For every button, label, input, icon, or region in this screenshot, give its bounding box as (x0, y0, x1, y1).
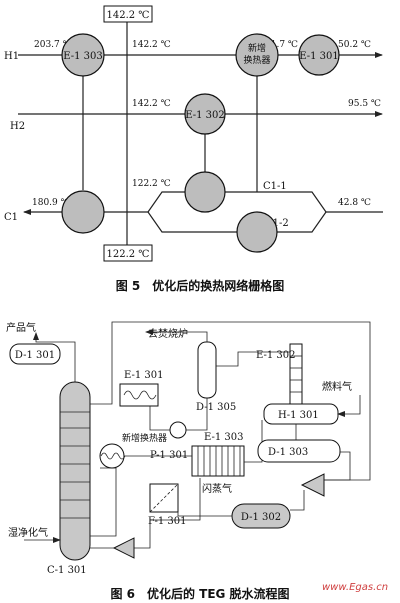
lean-teg-loop-line (90, 321, 371, 481)
e1301-label: E-1 301 (299, 51, 339, 62)
h1-new-temp: 91.7 ℃ (265, 40, 298, 50)
d1305-to-e1302-line (216, 351, 290, 367)
new-hx-label-fig6: 新增换热器 (122, 432, 167, 444)
wet-gas-label: 湿净化气 (8, 526, 48, 539)
c1-branch-temp: 122.2 ℃ (132, 179, 171, 189)
f1301-label: F-1 301 (148, 516, 187, 527)
to-incinerator-label: 去焚烧炉 (148, 327, 188, 340)
d1302-label: D-1 302 (241, 512, 281, 523)
flash-gas-label: 闪蒸气 (202, 482, 232, 495)
d1305-label: D-1 305 (196, 402, 236, 413)
watermark: www.Egas.cn (322, 582, 388, 593)
product-gas-label: 产品气 (6, 321, 36, 334)
new-hx-coil-icon (100, 452, 126, 460)
d1302-to-filter-line (177, 512, 232, 517)
stream-c1-label: C1 (4, 212, 18, 223)
temp-box-bottom-label: 122.2 ℃ (107, 249, 150, 260)
d1302-to-pump-line (290, 490, 305, 511)
e1301-coil-box (119, 383, 159, 407)
c1301-column (59, 381, 91, 561)
branch-c1-2-label: C1-2 (265, 218, 289, 229)
temp-box-top (103, 5, 153, 23)
h1-inlet-temp: 203.7 ℃ (34, 40, 73, 50)
h2-outlet-temp: 95.5 ℃ (348, 99, 381, 109)
e1302-label-fig6: E-1 302 (256, 350, 296, 361)
e1301-coil-icon (123, 390, 157, 400)
h1-outlet-temp: 50.2 ℃ (338, 40, 371, 50)
fuel-gas-label: 燃料气 (322, 380, 352, 393)
temp-box-top-label: 142.2 ℃ (107, 10, 150, 21)
d1305-vessel (197, 341, 217, 399)
pump-bottom (112, 537, 135, 559)
new-hx-label-2: 换热器 (243, 54, 270, 66)
temp-box-bottom (103, 244, 153, 262)
d1303-label: D-1 303 (268, 447, 308, 458)
branch-c1-1-line (147, 191, 327, 213)
e1303-plate-hx (191, 445, 245, 477)
pump-right (300, 473, 325, 497)
branch-c1-1-label: C1-1 (263, 181, 287, 192)
rich-teg-to-e1303-line (134, 478, 201, 549)
d1305-outlet-line (186, 398, 208, 431)
exchanger-e1302-cold-side (184, 171, 226, 213)
d1301-label: D-1 301 (15, 350, 55, 361)
transfer-pump (169, 421, 187, 439)
product-gas-line (33, 332, 76, 382)
new-hx-label-1: 新增 (248, 42, 266, 54)
exchanger-e1303-top: E-1 303 (61, 33, 105, 77)
d1301-vessel (9, 343, 61, 365)
drum-to-pump-line (324, 451, 351, 481)
new-hx-circle (99, 443, 125, 469)
pump-to-e1301-line (149, 406, 170, 431)
exchanger-e1301: E-1 301 (298, 34, 340, 76)
h2-inlet-temp: 142.2 ℃ (132, 99, 171, 109)
e1301-label-fig6: E-1 301 (124, 370, 164, 381)
e1303-to-reboiler-line (244, 420, 263, 463)
e1303-label: E-1 303 (63, 51, 103, 62)
fig6-caption: 图 6 优化后的 TEG 脱水流程图 (110, 586, 289, 601)
fig5-caption: 图 5 优化后的换热网络栅格图 (116, 278, 285, 293)
exchanger-e1303-cold-side (61, 190, 105, 234)
c1301-label: C-1 301 (47, 565, 87, 576)
h1301-label: H-1 301 (278, 410, 319, 421)
c1-inlet-temp: 42.8 ℃ (338, 198, 371, 208)
d1303-surge-drum (257, 439, 341, 463)
to-incinerator-line (145, 329, 208, 342)
e1302-label: E-1 302 (185, 110, 225, 121)
column-to-newhx-line (90, 467, 117, 537)
exchanger-e1302-top: E-1 302 (184, 93, 226, 135)
fuel-gas-line (337, 395, 361, 417)
filter-element (149, 483, 179, 513)
exchanger-new-top: 新增 换热器 (235, 33, 279, 77)
c1-outlet-temp: 180.9 ℃ (32, 198, 71, 208)
fig5-heat-exchanger-grid: 142.2 ℃ 122.2 ℃ H1 203.7 ℃ 142.2 ℃ 91.7 … (4, 5, 383, 293)
h1-mid-temp: 142.2 ℃ (132, 40, 171, 50)
p1301-label: P-1 301 (150, 450, 188, 461)
exchanger-new-cold-side (236, 211, 278, 253)
stream-h1-label: H1 (4, 51, 19, 62)
e1303-label-fig6: E-1 303 (204, 432, 244, 443)
stream-h2-label: H2 (10, 121, 25, 132)
fig6-teg-flow-diagram: 产品气 D-1 301 C-1 301 湿净化气 E-1 301 D-1 305… (6, 321, 371, 601)
